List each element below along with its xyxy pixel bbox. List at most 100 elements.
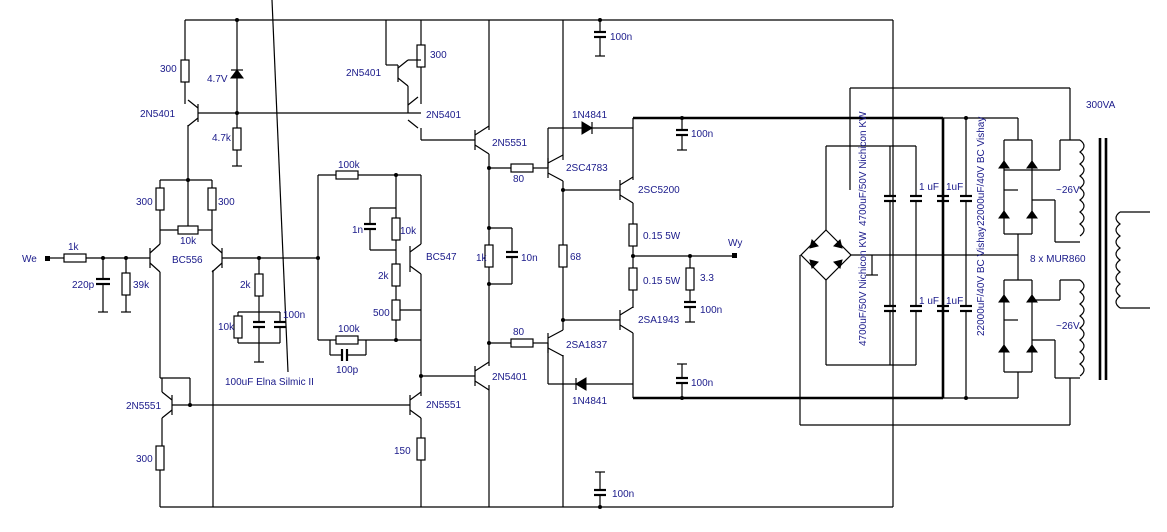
- label-cap-vishay-top: 22000uF/40V BC Vishay: [976, 117, 987, 226]
- resistor-300-d: [155, 445, 165, 471]
- label-c-1n: 1n: [352, 225, 363, 236]
- label-r-39k: 39k: [133, 280, 150, 291]
- output-terminal: [732, 253, 737, 258]
- label-r-500: 500: [373, 308, 390, 319]
- resistor-300-a: [155, 187, 165, 211]
- resistor-33: [685, 267, 695, 291]
- resistor-100k-a: [335, 170, 359, 180]
- label-c-100n-f: 100n: [612, 489, 634, 500]
- label-r-4k7: 4.7k: [212, 133, 232, 144]
- label-r-300-top: 300: [160, 64, 177, 75]
- label-2n5401-b: 2N5401: [346, 68, 381, 79]
- label-v26-a: ~26V: [1056, 185, 1080, 196]
- label-r-10k-b: 10k: [400, 226, 417, 237]
- label-c-10n: 10n: [521, 253, 538, 264]
- label-r-300-c: 300: [430, 50, 447, 61]
- label-c-100n-e: 100n: [610, 32, 632, 43]
- label-v26-b: ~26V: [1056, 321, 1080, 332]
- label-elna: 100uF Elna Silmic II: [225, 377, 314, 388]
- label-cap-1uf-b: 1uF: [946, 182, 963, 193]
- label-r-2k-b: 2k: [378, 271, 390, 282]
- resistor-300-c: [416, 44, 426, 68]
- label-r-80-a: 80: [513, 174, 525, 185]
- label-r-015-b: 0.15 5W: [643, 276, 681, 287]
- input-stage: [45, 253, 150, 313]
- vbe-multiplier: [409, 175, 422, 396]
- label-c-100n-a: 100n: [283, 310, 305, 321]
- diff-pair: [149, 125, 318, 378]
- resistor-10k-a: [233, 315, 243, 339]
- label-bc556: BC556: [172, 255, 203, 266]
- resistor-015-b: [628, 267, 638, 291]
- resistor-150: [416, 437, 426, 461]
- resistor-300-top: [180, 59, 190, 83]
- label-c-100n-c: 100n: [691, 129, 713, 140]
- resistor-2k-b: [391, 263, 401, 287]
- resistor-39k: [121, 272, 131, 296]
- lower-current-source: [155, 374, 475, 471]
- label-2sa1837: 2SA1837: [566, 340, 608, 351]
- pot-10k: [177, 225, 199, 235]
- bias-network: [233, 256, 320, 363]
- label-c-100n-b: 100n: [700, 305, 722, 316]
- supply-rails: [159, 19, 894, 508]
- label-r-1k-b: 1k: [476, 253, 488, 264]
- label-2n5401-d: 2N5401: [492, 372, 527, 383]
- resistor-300-b: [207, 187, 217, 211]
- label-mur860: 8 x MUR860: [1030, 254, 1086, 265]
- label-2n5401-a: 2N5401: [140, 109, 175, 120]
- resistor-10k-b: [391, 217, 401, 241]
- resistor-015-a: [628, 223, 638, 247]
- label-r-015-a: 0.15 5W: [643, 231, 681, 242]
- label-c-input: 220p: [72, 280, 95, 291]
- label-r-10k-a: 10k: [218, 322, 235, 333]
- pot-500: [391, 299, 401, 321]
- label-transformer: 300VA: [1086, 100, 1116, 111]
- label-r-100k-b: 100k: [338, 324, 361, 335]
- label-2n5401-c: 2N5401: [426, 110, 461, 121]
- feedback-network: [317, 170, 421, 361]
- label-c-100n-d: 100n: [691, 378, 713, 389]
- label-2n5551-a: 2N5551: [126, 401, 161, 412]
- label-r-300-a: 300: [136, 197, 153, 208]
- label-r-300-b: 300: [218, 197, 235, 208]
- label-r-2k-a: 2k: [240, 280, 252, 291]
- label-c-100p: 100p: [336, 365, 359, 376]
- label-r-150: 150: [394, 446, 411, 457]
- label-2sc4783: 2SC4783: [566, 163, 608, 174]
- leader-line: [271, 0, 289, 373]
- label-cap-nichicon-bot: 4700uF/50V Nichicon KW: [858, 231, 869, 346]
- label-cap-1uf-c: 1 uF: [919, 296, 939, 307]
- resistor-80-a: [510, 163, 534, 173]
- label-pot-10k: 10k: [180, 236, 197, 247]
- resistor-2k-a: [254, 273, 264, 297]
- resistor-80-b: [510, 338, 534, 348]
- resistor-68: [558, 244, 568, 268]
- label-cap-1uf-d: 1uF: [946, 296, 963, 307]
- label-r-300-d: 300: [136, 454, 153, 465]
- power-supply: [799, 87, 1150, 426]
- driver-stage: [547, 121, 633, 391]
- label-r-33: 3.3: [700, 273, 714, 284]
- pre-driver-stage: [474, 125, 548, 391]
- input-resistor: [63, 253, 87, 263]
- label-2n5551-c: 2N5551: [492, 138, 527, 149]
- label-2n5551-b: 2N5551: [426, 400, 461, 411]
- label-cap-vishay-bot: 22000uF/40V BC Vishay: [976, 227, 987, 336]
- tail-current-source: [180, 18, 421, 167]
- input-label: We: [22, 254, 37, 265]
- rail-decoupling: [594, 18, 606, 509]
- label-d-1n4841-b: 1N4841: [572, 396, 607, 407]
- resistor-4k7: [232, 127, 242, 151]
- label-d-1n4841-a: 1N4841: [572, 110, 607, 121]
- vas-current-source: [386, 44, 475, 141]
- label-2sa1943: 2SA1943: [638, 315, 680, 326]
- output-stage: [619, 116, 943, 400]
- label-bc547: BC547: [426, 252, 457, 263]
- label-r-80-b: 80: [513, 327, 525, 338]
- label-r-input: 1k: [68, 242, 80, 253]
- label-cap-nichicon-top: 4700uF/50V Nichicon KW: [858, 111, 869, 226]
- resistor-100k-b: [335, 335, 359, 345]
- label-zener: 4.7V: [207, 74, 228, 85]
